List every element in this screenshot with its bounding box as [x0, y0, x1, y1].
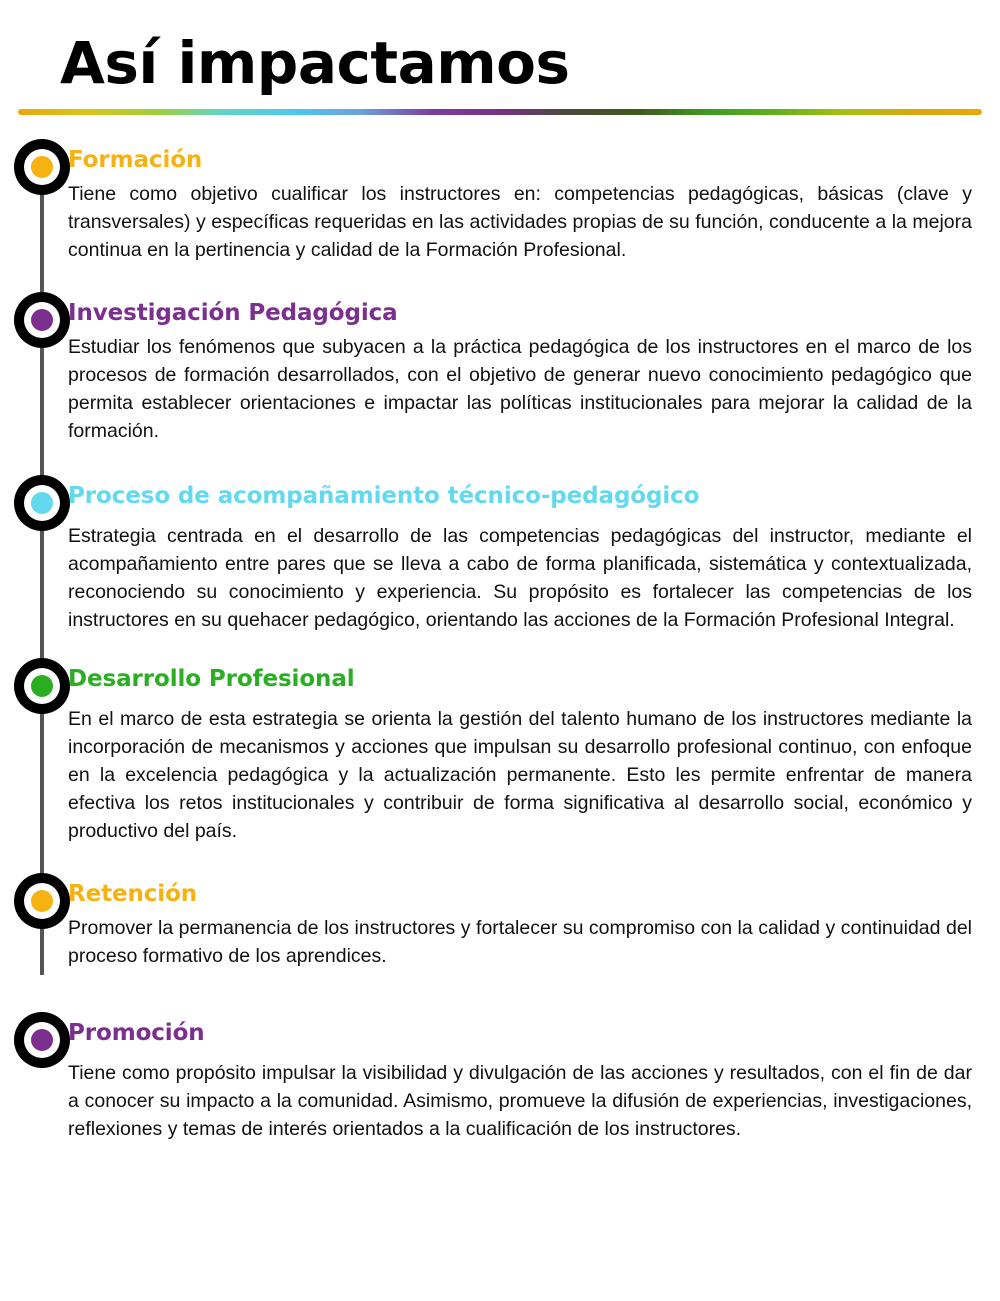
timeline-marker-desarrollo-profesional: [14, 658, 70, 715]
marker-dot-icon: [31, 1028, 53, 1051]
page-title: Así impactamos: [60, 29, 570, 97]
entry-heading-retencion: Retención: [68, 881, 198, 908]
entry-body-acompanamiento-tecnico-pedagogico: Estrategia centrada en el desarrollo de …: [68, 524, 972, 631]
marker-ring-icon: [24, 668, 60, 705]
entry-heading-desarrollo-profesional: Desarrollo Profesional: [68, 666, 355, 693]
entry-body-formacion: Tiene como objetivo cualificar los instr…: [68, 182, 972, 261]
timeline-marker-formacion: [14, 139, 70, 196]
timeline-marker-acompanamiento-tecnico-pedagogico: [14, 475, 70, 532]
marker-ring-icon: [24, 302, 60, 339]
marker-dot-icon: [31, 492, 53, 515]
entry-body-investigacion-pedagogica: Estudiar los fenómenos que subyacen a la…: [68, 335, 972, 442]
entry-heading-formacion: Formación: [68, 147, 203, 174]
header-divider-wrap: [0, 109, 1000, 116]
timeline-marker-investigacion-pedagogica: [14, 292, 70, 349]
marker-ring-icon: [24, 1021, 60, 1058]
entry-body-retencion: Promover la permanencia de los instructo…: [68, 916, 972, 967]
page-header: Así impactamos: [0, 0, 1000, 93]
timeline-marker-retencion: [14, 873, 70, 930]
entry-body-promocion: Tiene como propósito impulsar la visibil…: [68, 1061, 972, 1140]
timeline-entry-acompanamiento-tecnico-pedagogico: Proceso de acompañamiento técnico-pedagó…: [0, 475, 1000, 634]
entry-body-desarrollo-profesional: En el marco de esta estrategia se orient…: [68, 707, 972, 843]
timeline-marker-promocion: [14, 1011, 70, 1068]
marker-ring-icon: [24, 485, 60, 522]
entry-heading-promocion: Promoción: [68, 1019, 205, 1046]
entry-heading-investigacion-pedagogica: Investigación Pedagógica: [68, 300, 398, 327]
entry-heading-acompanamiento-tecnico-pedagogico: Proceso de acompañamiento técnico-pedagó…: [68, 483, 700, 510]
marker-dot-icon: [31, 309, 53, 332]
marker-dot-icon: [31, 675, 53, 698]
marker-dot-icon: [31, 156, 53, 179]
marker-ring-icon: [24, 883, 60, 920]
gradient-divider: [18, 109, 982, 116]
marker-ring-icon: [24, 149, 60, 186]
timeline-entry-desarrollo-profesional: Desarrollo Profesional En el marco de est…: [0, 658, 1000, 845]
marker-dot-icon: [31, 890, 53, 913]
timeline-rail: [40, 165, 44, 975]
